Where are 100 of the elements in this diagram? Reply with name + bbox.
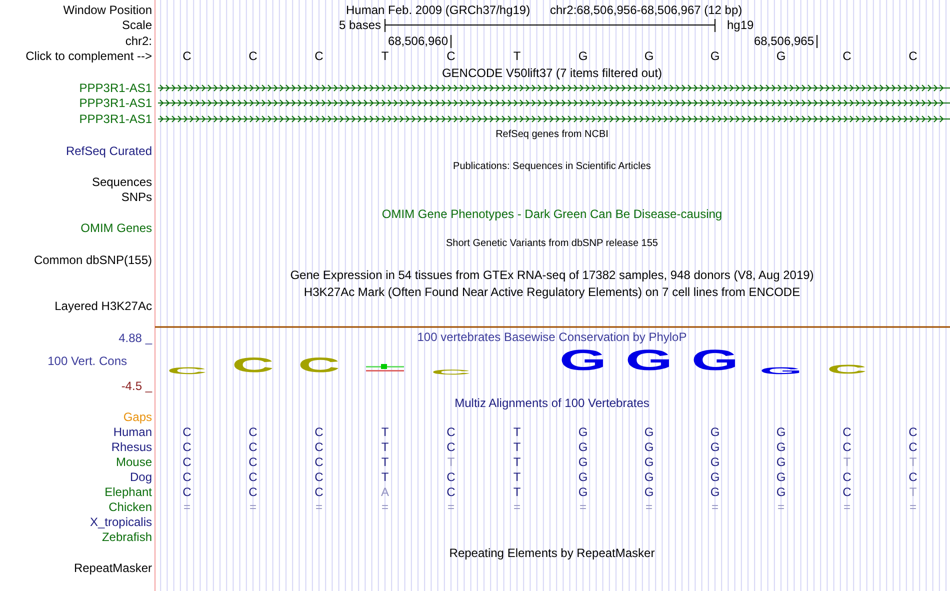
alignment-base: T	[381, 470, 389, 484]
scale-label: 5 bases	[338, 18, 381, 32]
coordinate-label: 68,506,965	[754, 34, 814, 48]
alignment-base: A	[381, 485, 389, 499]
track-label: SNPs	[121, 190, 152, 204]
conservation-score-letter: C	[232, 355, 274, 376]
alignment-base: T	[381, 425, 389, 439]
alignment-base: G	[710, 485, 720, 499]
alignment-base: C	[182, 470, 192, 484]
track-label: PPP3R1-AS1	[79, 81, 152, 95]
base-letter: C	[908, 49, 918, 63]
alignment-base: =	[646, 500, 652, 514]
base-letter: C	[842, 49, 852, 63]
track-title: H3K27Ac Mark (Often Found Near Active Regulatory Elements) on 7 cell lines from ENCODE	[304, 285, 800, 299]
alignment-base: G	[644, 470, 654, 484]
alignment-base: C	[248, 470, 258, 484]
base-letter: G	[776, 49, 786, 63]
alignment-base: T	[513, 485, 521, 499]
alignment-base: G	[776, 455, 786, 469]
track-label: Layered H3K27Ac	[54, 299, 152, 313]
alignment-base: C	[908, 425, 918, 439]
track-label: PPP3R1-AS1	[79, 96, 152, 110]
alignment-base: G	[578, 470, 588, 484]
track-label: 4.88 _	[118, 331, 152, 345]
alignment-base: G	[644, 455, 654, 469]
track-title: Multiz Alignments of 100 Vertebrates	[454, 396, 650, 410]
alignment-base: C	[446, 485, 456, 499]
track-label: Human	[113, 425, 152, 439]
track-label: Elephant	[104, 485, 152, 499]
alignment-base: G	[578, 440, 588, 454]
alignment-base: G	[776, 470, 786, 484]
alignment-base: =	[316, 500, 322, 514]
track-label: X_tropicalis	[90, 515, 152, 529]
alignment-base: G	[578, 455, 588, 469]
alignment-base: T	[909, 485, 917, 499]
alignment-base: T	[513, 425, 521, 439]
track-label: RepeatMasker	[74, 561, 152, 575]
alignment-base: =	[778, 500, 784, 514]
alignment-base: C	[182, 425, 192, 439]
alignment-base: G	[578, 485, 588, 499]
track-label: PPP3R1-AS1	[79, 112, 152, 126]
alignment-base: C	[446, 470, 456, 484]
alignment-base: =	[448, 500, 454, 514]
alignment-base: C	[314, 440, 324, 454]
conservation-score-letter: G	[691, 346, 739, 376]
alignment-base: C	[314, 455, 324, 469]
track-title: Publications: Sequences in Scientific Articles	[453, 160, 651, 174]
alignment-base: G	[710, 440, 720, 454]
alignment-base: T	[909, 455, 917, 469]
track-label: Click to complement -->	[26, 49, 152, 63]
base-letter: C	[248, 49, 258, 63]
alignment-base: =	[712, 500, 718, 514]
alignment-base: C	[842, 485, 852, 499]
conservation-score-letter: C	[826, 364, 868, 376]
alignment-base: C	[842, 425, 852, 439]
alignment-base: C	[446, 440, 456, 454]
track-label: RefSeq Curated	[66, 144, 152, 158]
track-title: Repeating Elements by RepeatMasker	[449, 546, 655, 560]
alignment-base: C	[908, 440, 918, 454]
alignment-base: =	[844, 500, 850, 514]
alignment-base: =	[184, 500, 190, 514]
alignment-base: G	[644, 425, 654, 439]
track-label: OMIM Genes	[80, 221, 152, 235]
alignment-base: C	[182, 440, 192, 454]
conservation-score-letter: C	[298, 355, 340, 376]
alignment-base: T	[381, 455, 389, 469]
track-label: Sequences	[92, 175, 152, 189]
alignment-base: =	[580, 500, 586, 514]
base-letter: C	[314, 49, 324, 63]
alignment-base: T	[447, 455, 455, 469]
base-letter: G	[710, 49, 720, 63]
conservation-score-letter: C	[166, 366, 208, 376]
track-label: Zebrafish	[102, 530, 152, 544]
alignment-base: T	[381, 440, 389, 454]
alignment-base: G	[776, 485, 786, 499]
alignment-base: G	[776, 440, 786, 454]
track-label: 100 Vert. Cons	[48, 354, 127, 368]
base-letter: T	[513, 49, 521, 63]
track-title: GENCODE V50lift37 (7 items filtered out)	[442, 66, 662, 80]
track-label: Gaps	[123, 410, 152, 424]
alignment-base: C	[908, 470, 918, 484]
alignment-base: C	[314, 485, 324, 499]
conservation-score-letter: G	[559, 346, 607, 376]
track-label: Mouse	[116, 455, 152, 469]
track-label: chr2:	[125, 34, 152, 48]
alignment-base: G	[578, 425, 588, 439]
alignment-base: G	[710, 470, 720, 484]
base-letter: C	[446, 49, 456, 63]
base-letter: G	[644, 49, 654, 63]
alignment-base: C	[842, 470, 852, 484]
alignment-base: C	[182, 485, 192, 499]
base-letter: T	[381, 49, 389, 63]
alignment-base: C	[314, 425, 324, 439]
position-label: chr2:68,506,956-68,506,967 (12 bp)	[550, 3, 742, 17]
alignment-base: T	[513, 470, 521, 484]
track-label: Rhesus	[111, 440, 152, 454]
track-label: Window Position	[63, 3, 152, 17]
track-label: Common dbSNP(155)	[34, 253, 152, 267]
alignment-base: C	[446, 425, 456, 439]
scale-label: hg19	[727, 18, 754, 32]
